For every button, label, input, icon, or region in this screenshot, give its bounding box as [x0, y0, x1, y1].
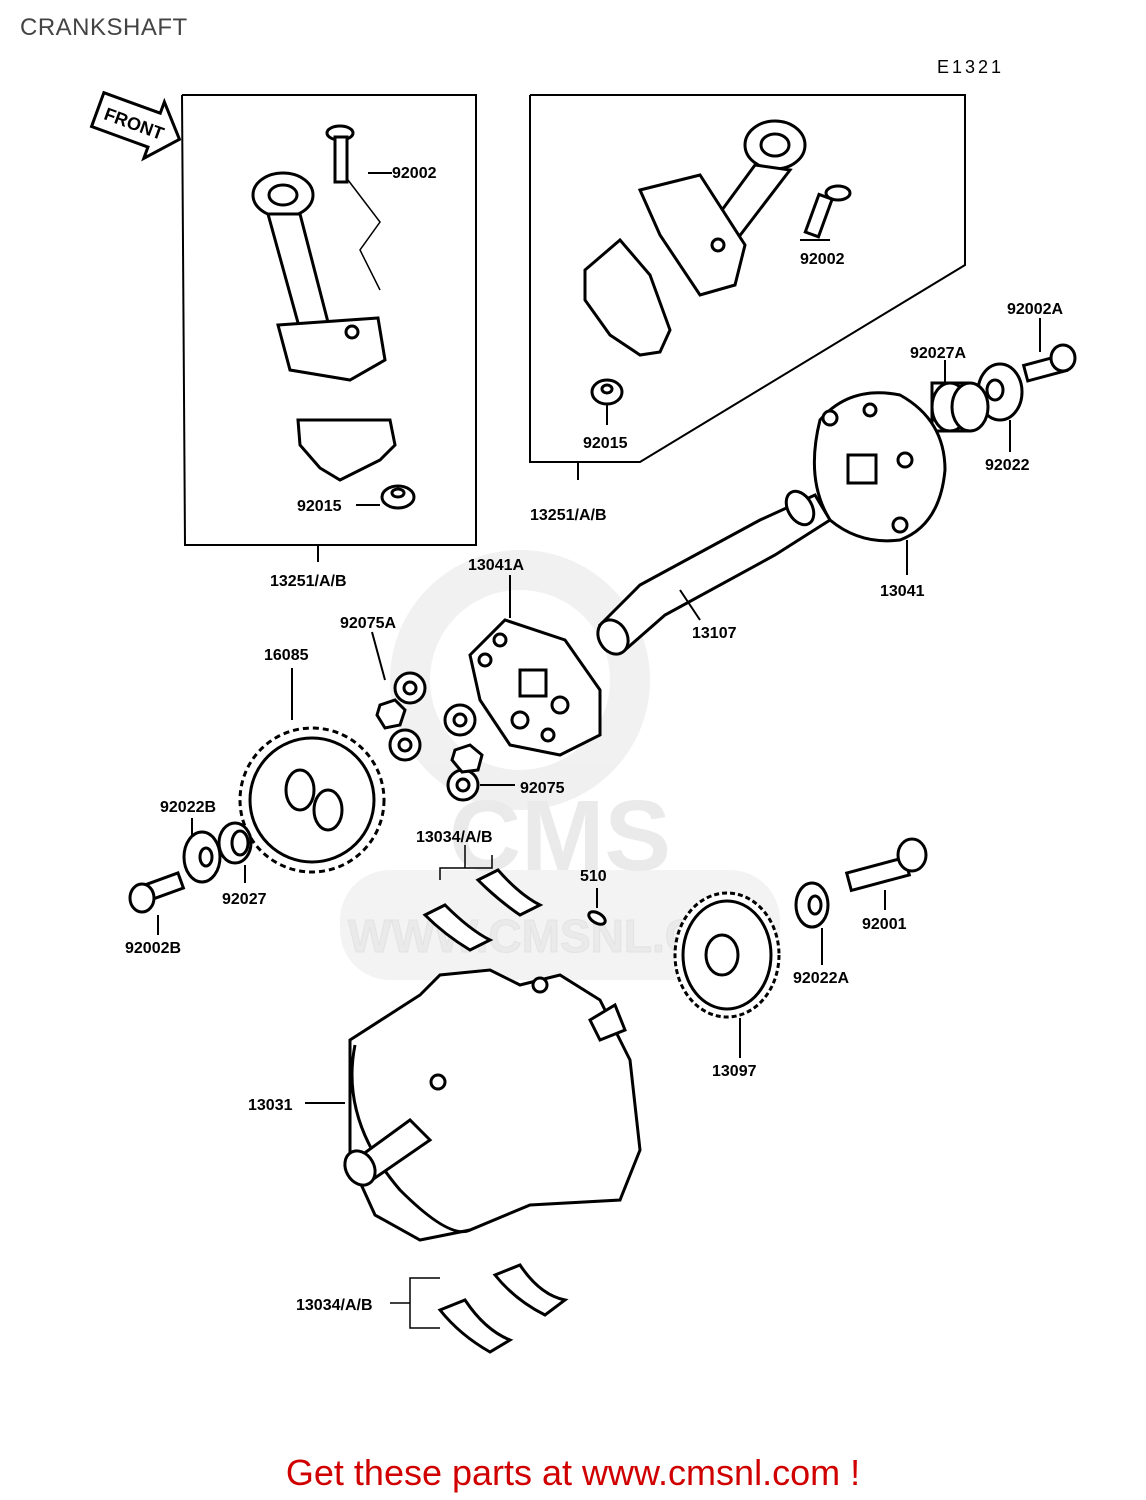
conrod-assembly-left	[181, 94, 477, 562]
bolt-92002B	[128, 871, 186, 914]
label-92002-right[interactable]: 92002	[800, 251, 845, 268]
washer-92022A	[794, 881, 830, 929]
bolt-92001	[844, 837, 928, 893]
damper-92075	[443, 703, 484, 802]
gear-16085	[238, 726, 386, 874]
collar-92027	[217, 821, 253, 865]
front-arrow: FRONT	[89, 90, 182, 162]
label-92022A[interactable]: 92022A	[793, 970, 849, 987]
label-92002B[interactable]: 92002B	[125, 940, 181, 957]
connecting-rod-right	[637, 119, 807, 297]
group-box-right	[529, 94, 966, 463]
label-13107[interactable]: 13107	[692, 625, 737, 642]
conrod-cap-left	[296, 418, 397, 482]
label-92002-left[interactable]: 92002	[392, 165, 437, 182]
label-92027[interactable]: 92027	[222, 891, 267, 908]
connecting-rod-left	[251, 171, 387, 382]
label-92002A[interactable]: 92002A	[1007, 301, 1063, 318]
gear-13097	[673, 891, 781, 1019]
label-13041A[interactable]: 13041A	[468, 557, 524, 574]
label-13031[interactable]: 13031	[248, 1097, 293, 1114]
nut-92015-left	[380, 484, 416, 510]
page-title: CRANKSHAFT	[20, 14, 188, 41]
diagram-code: E1321	[937, 57, 1005, 77]
washer-92022B	[182, 830, 222, 884]
damper-92075A	[375, 671, 427, 762]
nut-92015-right	[590, 378, 624, 406]
label-13041[interactable]: 13041	[880, 583, 925, 600]
label-13251-left[interactable]: 13251/A/B	[270, 573, 347, 590]
watermark-logo: CMS	[449, 780, 671, 892]
label-13097[interactable]: 13097	[712, 1063, 757, 1080]
shaft-13107	[596, 489, 833, 656]
conrod-assembly-right	[529, 94, 966, 480]
label-92075[interactable]: 92075	[520, 780, 565, 797]
label-92022[interactable]: 92022	[985, 457, 1030, 474]
footer-banner[interactable]: Get these parts at www.cmsnl.com !	[285, 1452, 861, 1493]
label-13034-lower[interactable]: 13034/A/B	[296, 1297, 373, 1314]
crankshaft-13031	[343, 968, 642, 1242]
bearing-shells-13034-upper	[422, 868, 544, 952]
key-510	[587, 910, 607, 926]
label-13034-upper[interactable]: 13034/A/B	[416, 829, 493, 846]
label-92027A[interactable]: 92027A	[910, 345, 966, 362]
label-92001[interactable]: 92001	[862, 916, 907, 933]
group-box-left	[181, 94, 477, 546]
bolt-92002A	[1021, 343, 1077, 383]
label-16085[interactable]: 16085	[264, 647, 309, 664]
front-arrow-shape	[89, 90, 182, 162]
bearing-shells-13034-lower	[437, 1263, 569, 1354]
conrod-cap-right	[583, 237, 672, 357]
label-92075A[interactable]: 92075A	[340, 615, 396, 632]
label-13251-right[interactable]: 13251/A/B	[530, 507, 607, 524]
part-labels: 92002 92015 13251/A/B 92002 92015 13251/…	[125, 165, 1063, 1314]
label-92015-right[interactable]: 92015	[583, 435, 628, 452]
bolt-92002-right	[803, 184, 852, 239]
plate-13041A	[468, 618, 602, 757]
bolt-92002-left	[325, 124, 355, 184]
label-510[interactable]: 510	[580, 868, 607, 885]
collar-92027A	[930, 381, 990, 433]
watermark-pill	[340, 870, 780, 980]
label-92022B[interactable]: 92022B	[160, 799, 216, 816]
label-92015-left[interactable]: 92015	[297, 498, 342, 515]
flange-13041	[812, 391, 947, 543]
